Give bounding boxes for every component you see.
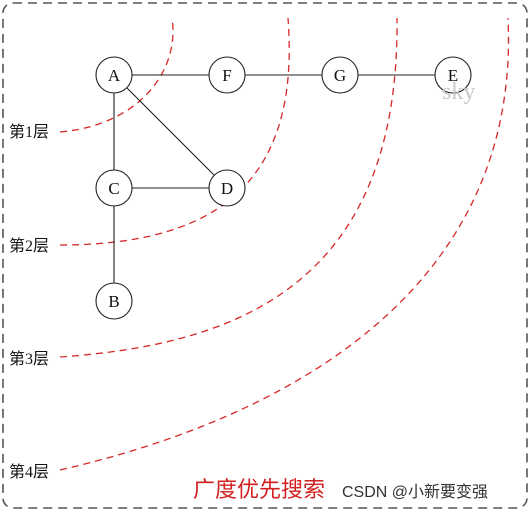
csdn-watermark: CSDN @小新要变强 xyxy=(342,483,488,501)
node-e-label: E xyxy=(448,66,458,85)
layer-2-label: 第2层 xyxy=(9,237,49,255)
node-a-label: A xyxy=(108,66,121,85)
layer-4-label: 第4层 xyxy=(9,463,49,481)
node-g-label: G xyxy=(334,66,346,85)
node-c: C xyxy=(95,169,133,207)
node-g: G xyxy=(321,56,359,94)
node-f: F xyxy=(208,56,246,94)
node-b: B xyxy=(95,282,133,320)
node-e: E xyxy=(434,56,472,94)
layer-1-label: 第1层 xyxy=(9,123,49,141)
node-d-label: D xyxy=(221,179,233,198)
node-b-label: B xyxy=(108,292,119,311)
layer-4-curve xyxy=(59,17,510,471)
node-c-label: C xyxy=(108,179,119,198)
layer-2-curve xyxy=(59,17,290,246)
sky-watermark: sky xyxy=(442,79,475,105)
node-a: A xyxy=(95,56,133,94)
graph-edges xyxy=(113,74,435,283)
edge-a-d xyxy=(126,87,215,176)
graph-nodes: A F G E C D B xyxy=(95,56,472,320)
diagram-title: 广度优先搜索 xyxy=(193,477,325,502)
node-f-label: F xyxy=(222,66,231,85)
node-d: D xyxy=(208,169,246,207)
layer-1-curve xyxy=(59,17,174,133)
layer-3-label: 第3层 xyxy=(9,350,49,368)
